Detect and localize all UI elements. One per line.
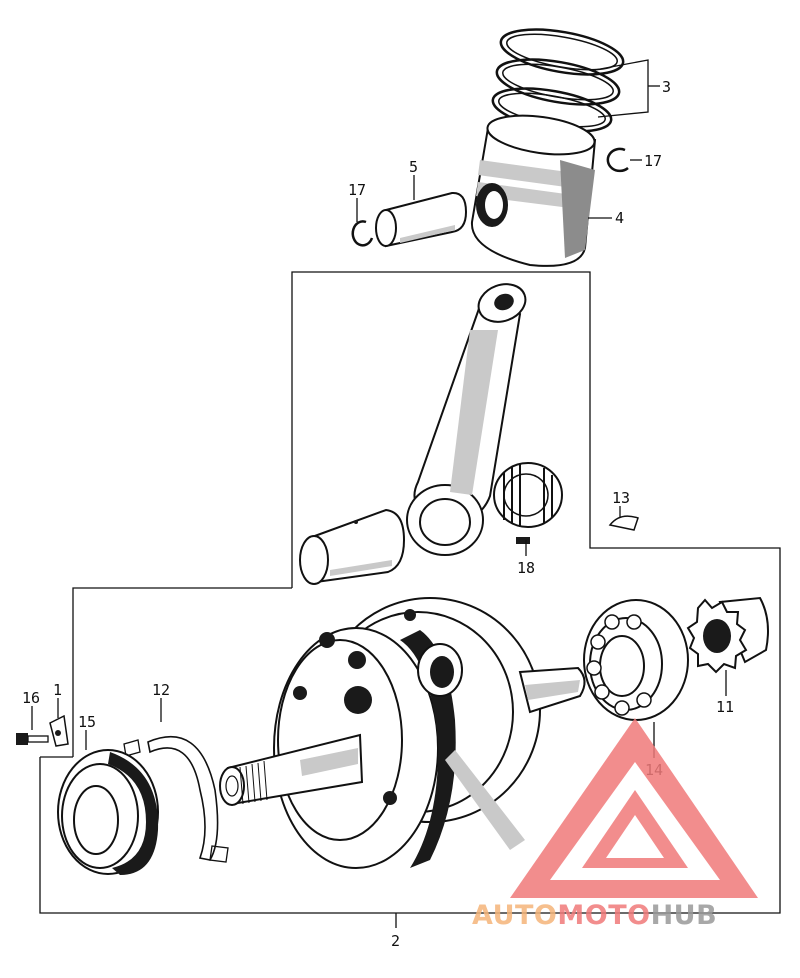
lock-washer [49,714,69,747]
ball-bearing [583,599,689,721]
circlip-left [351,220,374,247]
callout-17-right: 17 [644,152,662,170]
assembly-outline [39,271,781,928]
callout-3: 3 [662,78,671,96]
piston [470,114,597,267]
woodruff-key-13 [608,515,639,531]
key-18 [516,537,530,544]
watermark-hub: HUB [651,900,718,931]
bolt [16,733,49,745]
callout-13: 13 [612,489,630,507]
crank-pin [299,508,406,585]
callout-15: 15 [78,713,96,731]
side-plate [123,736,229,863]
callout-2: 2 [391,932,400,950]
connecting-rod [406,283,527,556]
callout-1: 1 [53,681,62,699]
watermark-moto: MOTO [557,900,650,931]
watermark-logo: AUTOMOTOHUB [472,718,758,931]
callout-18: 18 [517,559,535,577]
sprocket [686,596,769,674]
piston-pin [375,191,468,248]
callout-11: 11 [716,698,734,716]
svg-text:AUTOMOTOHUB: AUTOMOTOHUB [472,900,717,931]
callout-12: 12 [152,681,170,699]
piston-rings [491,28,625,133]
callout-16: 16 [22,689,40,707]
circlip-right [606,147,629,173]
crankshaft [219,597,586,869]
callout-5: 5 [409,158,418,176]
oil-seal [57,749,159,875]
callout-17-left: 17 [348,181,366,199]
needle-bearing [493,462,563,528]
callout-4: 4 [615,209,624,227]
watermark-auto: AUTO [472,900,557,931]
